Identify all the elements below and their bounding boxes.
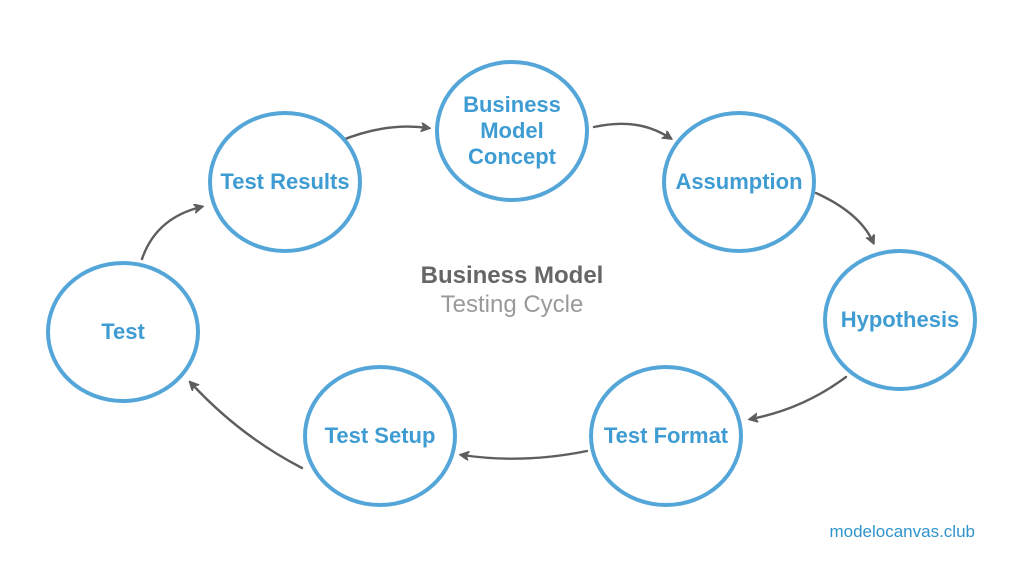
- arrow-test-results-to-concept: [338, 127, 428, 143]
- node-label-assumption: Assumption: [675, 169, 803, 195]
- arrow-test-setup-to-test: [191, 383, 304, 470]
- arrow-test-format-to-test-setup: [462, 449, 589, 459]
- node-label-hypothesis: Hypothesis: [840, 307, 960, 333]
- arrow-concept-to-assumption: [592, 122, 670, 138]
- node-test-format: Test Format: [589, 365, 743, 507]
- node-hypothesis: Hypothesis: [823, 249, 977, 391]
- arrow-hypothesis-to-test-format: [751, 375, 848, 419]
- arrow-assumption-to-hypothesis: [814, 191, 873, 242]
- node-test-results: Test Results: [208, 111, 362, 253]
- node-test-setup: Test Setup: [303, 365, 457, 507]
- node-label-test-results: Test Results: [220, 169, 350, 195]
- node-label-test-format: Test Format: [603, 423, 729, 449]
- node-label-business-model-concept: Business Model Concept: [463, 92, 561, 169]
- node-assumption: Assumption: [662, 111, 816, 253]
- node-test: Test: [46, 261, 200, 403]
- node-label-test-setup: Test Setup: [324, 423, 436, 449]
- node-business-model-concept: Business Model Concept: [435, 60, 589, 202]
- arrow-test-to-test-results: [140, 207, 201, 261]
- node-label-test: Test: [101, 319, 145, 345]
- watermark-link[interactable]: modelocanvas.club: [829, 522, 975, 541]
